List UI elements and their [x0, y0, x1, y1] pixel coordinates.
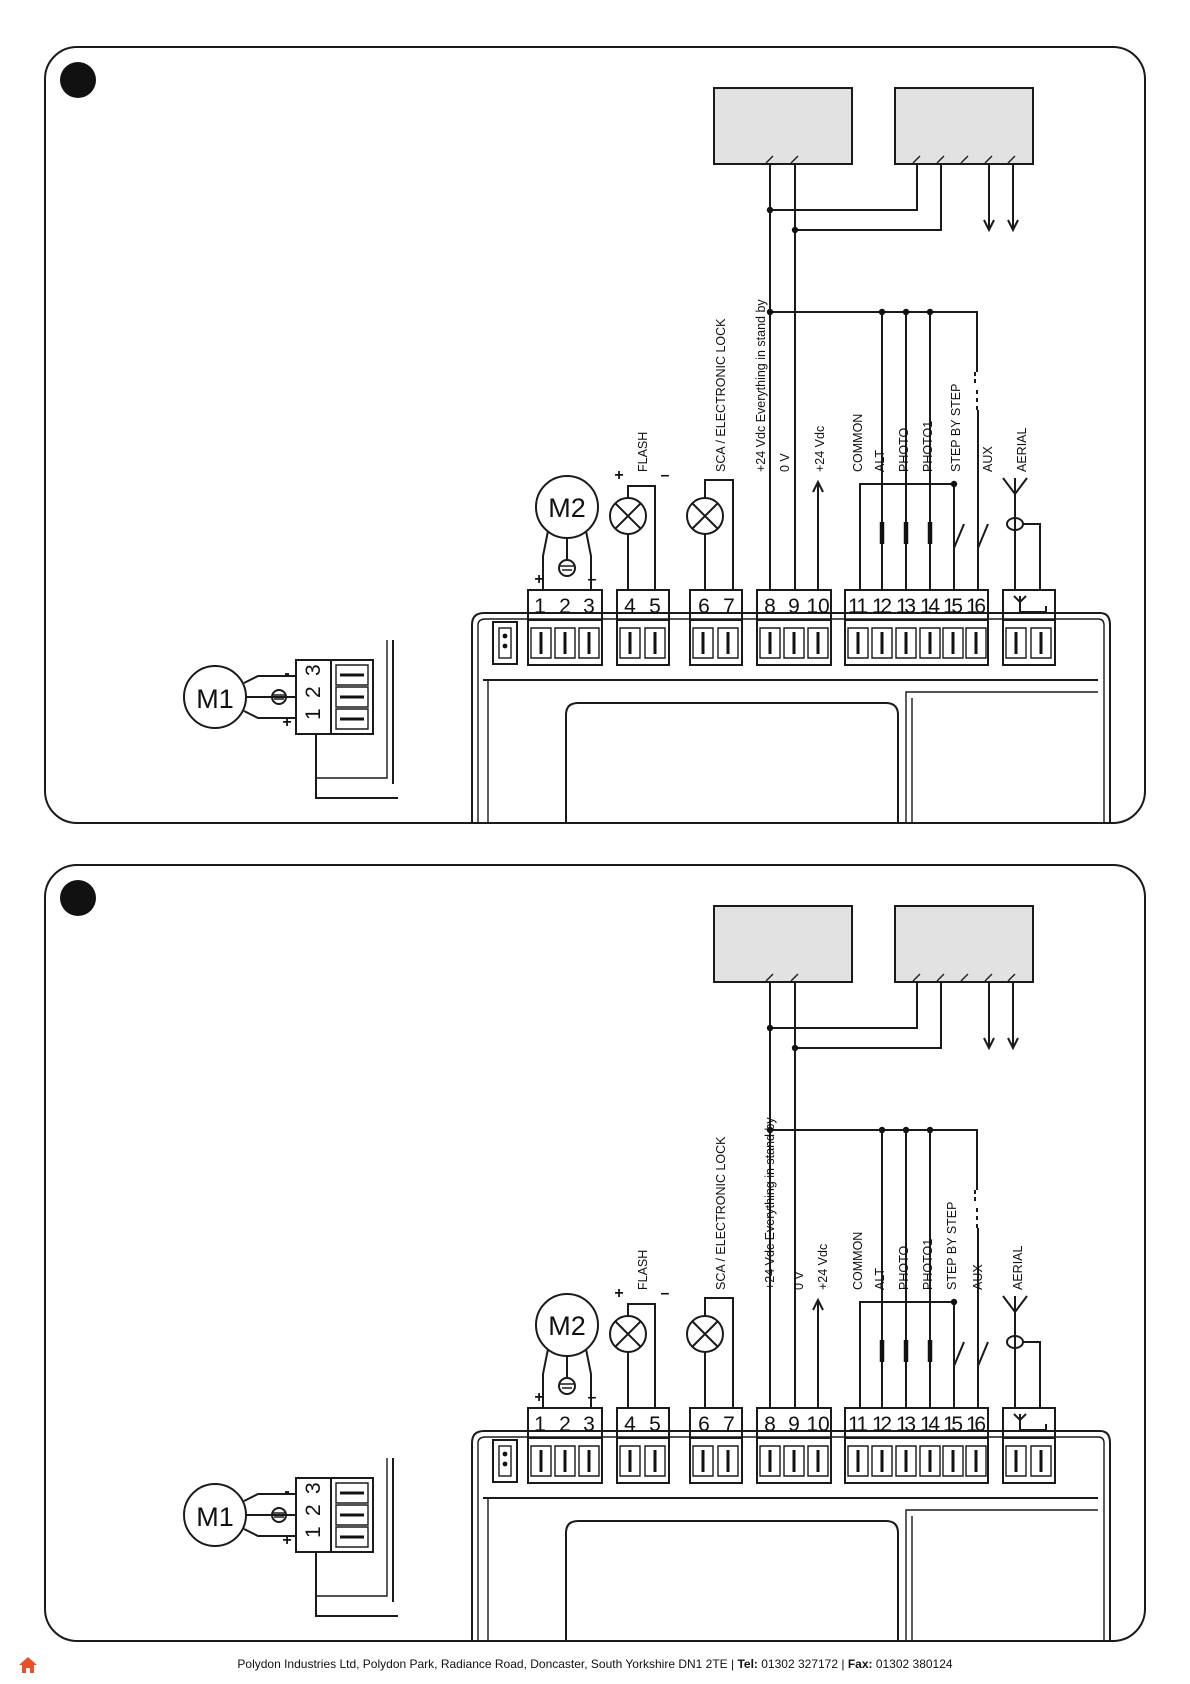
photo1-label: PHOTO1: [921, 421, 935, 472]
m1-label: M1: [196, 1502, 234, 1532]
common-label: COMMON: [851, 1232, 865, 1290]
terminal-3: 3: [583, 1413, 595, 1436]
aux-label: AUX: [981, 446, 995, 472]
terminal-15: 15: [943, 595, 963, 618]
home-icon[interactable]: [18, 1656, 38, 1674]
terminal-16: 16: [966, 595, 986, 618]
footer-tel: 01302 327172: [757, 1657, 839, 1671]
zero-v-label: 0 V: [792, 1271, 806, 1290]
terminal-9: 9: [788, 595, 800, 618]
footer-fax-label: Fax:: [847, 1657, 873, 1671]
m1-terminal-2: 2: [302, 1504, 325, 1516]
terminal-8: 8: [764, 595, 776, 618]
zero-v-label: 0 V: [778, 453, 792, 472]
flash-minus: –: [661, 1285, 670, 1302]
standby-label: +24 Vdc Everything in stand by: [763, 1117, 777, 1290]
terminal-4: 4: [624, 595, 636, 618]
photo1-label: PHOTO1: [921, 1239, 935, 1290]
step-label: STEP BY STEP: [949, 384, 963, 472]
terminal-14: 14: [920, 595, 940, 618]
footer-address: Polydon Industries Ltd, Polydon Park, Ra…: [237, 1657, 728, 1671]
m1-plus: +: [282, 714, 291, 731]
m1-terminal-2: 2: [302, 686, 325, 698]
terminal-13: 13: [896, 595, 916, 618]
m2-plus: +: [534, 571, 543, 588]
panel-1-text: 1 2 3 4 5 6 7 8 9 10 11 12 13 14 15 16 M…: [196, 299, 1029, 731]
flash-plus: +: [614, 1285, 623, 1302]
terminal-9: 9: [788, 1413, 800, 1436]
standby-label: +24 Vdc Everything in stand by: [754, 299, 768, 472]
m1-label: M1: [196, 684, 234, 714]
terminal-2: 2: [559, 595, 571, 618]
sca-label: SCA / ELECTRONIC LOCK: [714, 1136, 728, 1290]
m1-terminal-3: 3: [302, 1482, 325, 1494]
terminal-7: 7: [723, 595, 735, 618]
common-label: COMMON: [851, 414, 865, 472]
m1-terminal-1: 1: [302, 708, 325, 720]
m2-minus: –: [588, 1389, 597, 1406]
terminal-10: 10: [806, 1413, 829, 1436]
terminal-14: 14: [920, 1413, 940, 1436]
terminal-12: 12: [872, 595, 892, 618]
plus24-label: +24 Vdc: [813, 426, 827, 472]
flash-label: FLASH: [636, 432, 650, 472]
terminal-6: 6: [698, 595, 710, 618]
terminal-1: 1: [534, 595, 546, 618]
m2-label: M2: [548, 1311, 586, 1341]
plus24-label: +24 Vdc: [816, 1244, 830, 1290]
terminal-12: 12: [872, 1413, 892, 1436]
panel-2-text: 1 2 3 4 5 6 7 8 9 10 11 12 13 14 15 16 M…: [196, 1117, 1025, 1549]
footer-tel-label: Tel:: [737, 1657, 758, 1671]
alt-label: ALT: [873, 450, 887, 472]
terminal-6: 6: [698, 1413, 710, 1436]
m1-minus: -: [284, 665, 289, 682]
m2-label: M2: [548, 493, 586, 523]
terminal-1: 1: [534, 1413, 546, 1436]
terminal-13: 13: [896, 1413, 916, 1436]
terminal-15: 15: [943, 1413, 963, 1436]
terminal-2: 2: [559, 1413, 571, 1436]
flash-label: FLASH: [636, 1250, 650, 1290]
terminal-11: 11: [848, 1413, 868, 1436]
terminal-16: 16: [966, 1413, 986, 1436]
photo-label: PHOTO: [897, 1246, 911, 1290]
m1-terminal-3: 3: [302, 664, 325, 676]
terminal-11: 11: [848, 595, 868, 618]
terminal-5: 5: [649, 595, 661, 618]
m2-plus: +: [534, 1389, 543, 1406]
aerial-label: AERIAL: [1015, 427, 1029, 472]
terminal-5: 5: [649, 1413, 661, 1436]
m1-minus: -: [284, 1483, 289, 1500]
m1-terminal-1: 1: [302, 1526, 325, 1538]
footer-fax: 01302 380124: [872, 1657, 953, 1671]
footer-sep-1: |: [727, 1657, 738, 1671]
footer-sep-2: |: [838, 1657, 848, 1671]
terminal-8: 8: [764, 1413, 776, 1436]
terminal-3: 3: [583, 595, 595, 618]
sca-label: SCA / ELECTRONIC LOCK: [714, 318, 728, 472]
flash-plus: +: [614, 467, 623, 484]
footer: Polydon Industries Ltd, Polydon Park, Ra…: [0, 1657, 1190, 1671]
step-label: STEP BY STEP: [945, 1202, 959, 1290]
alt-label: ALT: [873, 1268, 887, 1290]
flash-minus: –: [661, 467, 670, 484]
terminal-7: 7: [723, 1413, 735, 1436]
terminal-4: 4: [624, 1413, 636, 1436]
m1-plus: +: [282, 1532, 291, 1549]
aux-label: AUX: [971, 1264, 985, 1290]
terminal-10: 10: [806, 595, 829, 618]
m2-minus: –: [588, 571, 597, 588]
aerial-label: AERIAL: [1011, 1245, 1025, 1290]
photo-label: PHOTO: [897, 428, 911, 472]
